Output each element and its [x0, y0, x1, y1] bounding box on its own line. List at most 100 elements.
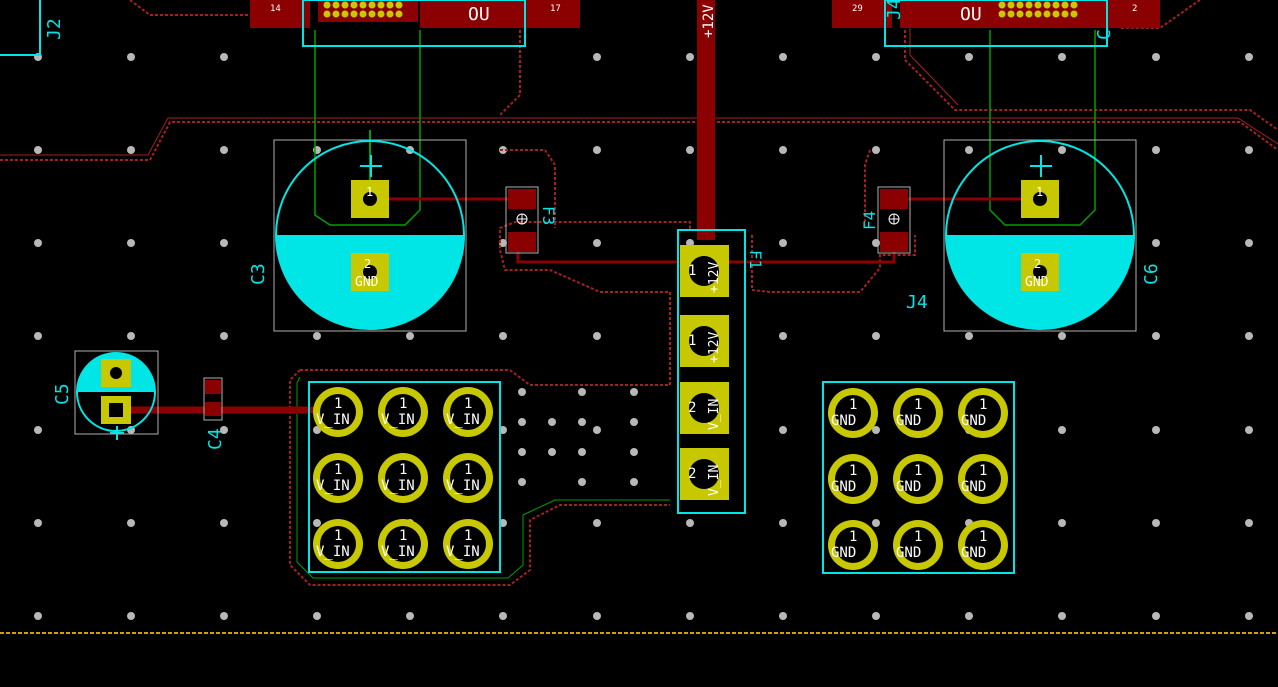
- thru-pad-hole: [450, 526, 486, 562]
- via: [578, 388, 586, 396]
- via: [872, 239, 880, 247]
- pad-number: 1: [399, 528, 407, 544]
- via: [499, 332, 507, 340]
- gnd-pad-grid[interactable]: [822, 381, 1015, 574]
- connector-pin: [1007, 10, 1015, 18]
- pad-number: 1: [849, 397, 857, 413]
- via: [220, 146, 228, 154]
- connector-pin: [368, 10, 376, 18]
- pad-net-label: GND: [831, 545, 856, 561]
- net-label-12v: +12V: [701, 4, 717, 38]
- pad-number: 2: [1034, 257, 1041, 271]
- pad-number: 1: [464, 396, 472, 412]
- pad-net-label: V_IN: [446, 412, 480, 428]
- pad-number: 1: [464, 462, 472, 478]
- c-top-label: C: [1094, 29, 1115, 40]
- via: [1058, 612, 1066, 620]
- capacitor-c6[interactable]: 1 2 GND C6: [943, 139, 1162, 332]
- connector-pin: [395, 10, 403, 18]
- via: [686, 519, 694, 527]
- f1-pad-hole: [689, 256, 719, 286]
- pad-number: 1: [849, 529, 857, 545]
- pad-number: 1: [979, 463, 987, 479]
- connector-pin: [350, 1, 358, 9]
- connector-pin: [1034, 10, 1042, 18]
- via: [220, 519, 228, 527]
- via: [872, 612, 880, 620]
- via: [548, 418, 556, 426]
- capacitor-c4[interactable]: C4: [203, 377, 226, 450]
- connector-pin: [377, 1, 385, 9]
- capacitor-c5[interactable]: C5: [52, 350, 159, 440]
- pad-net-label: V_IN: [707, 465, 722, 496]
- via: [1152, 612, 1160, 620]
- via: [630, 418, 638, 426]
- thru-pad-hole: [320, 460, 356, 496]
- fuse-f3[interactable]: F3: [505, 186, 558, 254]
- thru-pad-hole: [835, 395, 871, 431]
- thru-pad-hole: [835, 527, 871, 563]
- connector-pin: [1007, 1, 1015, 9]
- connector-partial-label: OU: [960, 4, 982, 25]
- connector-left-top[interactable]: 14 17 OU: [250, 0, 580, 47]
- connector-pin: [350, 10, 358, 18]
- via: [127, 519, 135, 527]
- via: [313, 332, 321, 340]
- pad-net-label: V_IN: [446, 478, 480, 494]
- pad-number: 1: [334, 528, 342, 544]
- pad-number: 1: [688, 333, 696, 349]
- connector-partial-label: OU: [468, 4, 490, 25]
- connector-tab-label: 2: [1132, 4, 1137, 14]
- via: [499, 612, 507, 620]
- fuse-f4[interactable]: F4: [860, 186, 911, 254]
- pad-number: 1: [914, 397, 922, 413]
- vin-pad-grid[interactable]: [308, 381, 501, 573]
- capacitor-c3[interactable]: 1 2 GND C3: [248, 139, 467, 332]
- pad-number: 1: [688, 263, 696, 279]
- via: [779, 332, 787, 340]
- via: [1058, 146, 1066, 154]
- thru-pad-hole: [320, 526, 356, 562]
- via: [1245, 612, 1253, 620]
- pad-net-label: GND: [961, 413, 986, 429]
- connector-pin: [1070, 10, 1078, 18]
- connector-tab-label: 14: [270, 4, 281, 14]
- connector-pin: [998, 10, 1006, 18]
- thru-pad-hole: [965, 395, 1001, 431]
- connector-pin: [332, 1, 340, 9]
- pad-number: 2: [688, 466, 696, 482]
- via: [127, 146, 135, 154]
- c4-label: C4: [205, 428, 226, 450]
- via: [1245, 146, 1253, 154]
- via: [34, 239, 42, 247]
- via: [220, 239, 228, 247]
- connector-f1[interactable]: F1: [677, 229, 765, 514]
- connector-pin: [1025, 10, 1033, 18]
- via: [406, 612, 414, 620]
- via: [630, 448, 638, 456]
- via: [593, 146, 601, 154]
- via: [518, 418, 526, 426]
- pad-net-label: V_IN: [316, 412, 350, 428]
- via: [686, 612, 694, 620]
- via: [127, 239, 135, 247]
- connector-tab-label: 17: [550, 4, 561, 14]
- via: [1152, 146, 1160, 154]
- connector-pin: [323, 10, 331, 18]
- connector-pin: [1061, 10, 1069, 18]
- pad-number: 2: [364, 257, 371, 271]
- pad-net-label: GND: [961, 545, 986, 561]
- pad-number: 1: [979, 529, 987, 545]
- pad-number: 1: [1036, 185, 1043, 199]
- via: [1058, 332, 1066, 340]
- via: [1058, 53, 1066, 61]
- pad-number: 1: [914, 529, 922, 545]
- connector-pin: [1016, 1, 1024, 9]
- connector-pin: [341, 10, 349, 18]
- j2-outline: [0, 0, 41, 56]
- thru-pad-hole: [385, 526, 421, 562]
- via: [34, 426, 42, 434]
- pad-net-label: V_IN: [381, 478, 415, 494]
